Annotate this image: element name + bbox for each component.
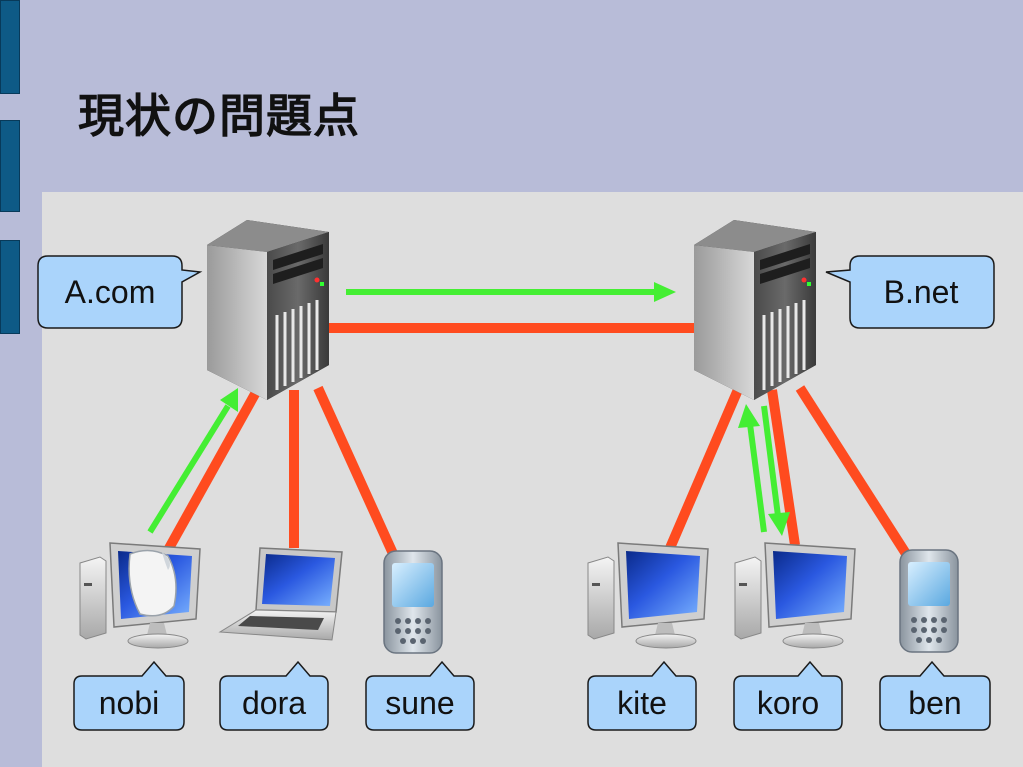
smartphone-icon-ben <box>899 549 959 653</box>
callout-ben: ben <box>879 660 991 731</box>
link-koro-bnet <box>767 389 800 546</box>
client-label-kite: kite <box>617 685 667 721</box>
callout-nobi: nobi <box>73 660 185 731</box>
accent-bar-3 <box>0 240 20 334</box>
desktop-computer-icon-koro <box>734 542 856 649</box>
link-kite-bnet <box>665 383 745 550</box>
flow-bnet-to-koro <box>761 405 790 536</box>
callout-koro: koro <box>733 660 843 731</box>
link-ben-bnet <box>795 385 915 563</box>
flow-acom-to-bnet <box>346 282 676 302</box>
desktop-computer-icon-kite <box>587 542 709 649</box>
server-icon-acom <box>205 218 331 402</box>
client-label-dora: dora <box>242 685 306 721</box>
client-label-koro: koro <box>757 685 819 721</box>
flow-koro-to-bnet <box>738 404 767 533</box>
link-sune-acom <box>313 385 400 561</box>
slide-title: 現状の問題点 <box>78 89 360 143</box>
accent-bar-2 <box>0 120 20 212</box>
callout-kite: kite <box>587 660 697 731</box>
server-label-bnet: B.net <box>884 274 959 310</box>
link-nobi-acom <box>163 382 265 553</box>
callout-dora: dora <box>219 660 329 731</box>
client-label-nobi: nobi <box>99 685 160 721</box>
client-label-ben: ben <box>908 685 961 721</box>
server-icon-bnet <box>692 218 818 402</box>
client-label-sune: sune <box>385 685 454 721</box>
callout-bnet: B.net <box>825 255 995 329</box>
accent-bar-1 <box>0 0 20 94</box>
callout-sune: sune <box>365 660 475 731</box>
laptop-icon-dora <box>219 547 343 641</box>
callout-acom: A.com <box>37 255 203 329</box>
smartphone-icon-sune <box>383 550 443 654</box>
server-label-acom: A.com <box>65 274 156 310</box>
flow-nobi-to-acom <box>147 388 238 534</box>
document-icon <box>128 549 177 617</box>
